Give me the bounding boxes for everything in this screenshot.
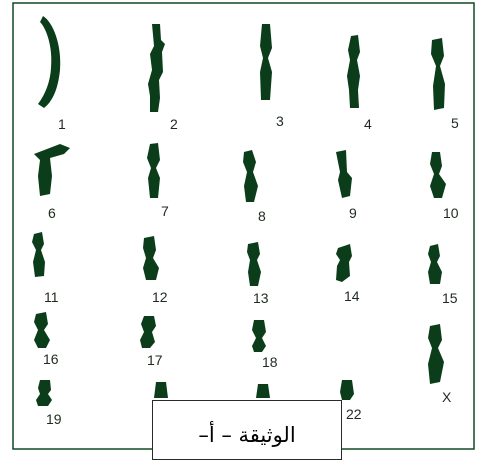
chromosome-x bbox=[428, 324, 444, 384]
label-9: 9 bbox=[349, 205, 357, 221]
label-16: 16 bbox=[43, 351, 59, 367]
chromosome-3 bbox=[260, 24, 272, 100]
document-caption: الوثيقة – أ– bbox=[153, 423, 341, 447]
label-6: 6 bbox=[48, 205, 56, 221]
chromosome-2 bbox=[148, 24, 165, 112]
label-1: 1 bbox=[58, 116, 66, 132]
label-17: 17 bbox=[147, 352, 163, 368]
label-11: 11 bbox=[44, 289, 59, 305]
chromosome-6 bbox=[34, 144, 70, 196]
chromosome-4 bbox=[347, 35, 360, 108]
chromosome-19 bbox=[36, 380, 52, 406]
chromosome-13 bbox=[247, 242, 261, 286]
chromosome-8 bbox=[243, 150, 258, 202]
chromosome-20 bbox=[154, 382, 168, 398]
document-caption-box: الوثيقة – أ– bbox=[152, 400, 342, 460]
karyotype-frame bbox=[13, 3, 474, 449]
label-x: X bbox=[442, 389, 452, 405]
chromosome-5 bbox=[431, 38, 445, 110]
chromosome-7 bbox=[147, 143, 160, 198]
label-10: 10 bbox=[443, 205, 459, 221]
chromosome-16 bbox=[34, 312, 50, 348]
label-19: 19 bbox=[46, 411, 62, 427]
label-22: 22 bbox=[346, 406, 362, 422]
chromosome-9 bbox=[336, 150, 352, 198]
label-3: 3 bbox=[276, 113, 284, 129]
label-5: 5 bbox=[451, 115, 459, 131]
label-15: 15 bbox=[442, 290, 458, 306]
chromosome-21 bbox=[256, 384, 270, 398]
chromosome-12 bbox=[143, 236, 159, 280]
chromosome-14 bbox=[336, 244, 352, 282]
label-13: 13 bbox=[253, 290, 269, 306]
label-14: 14 bbox=[344, 288, 360, 304]
chromosome-10 bbox=[430, 152, 446, 198]
chromosome-11 bbox=[32, 232, 45, 277]
label-18: 18 bbox=[262, 354, 278, 370]
label-7: 7 bbox=[161, 203, 169, 219]
chromosome-1 bbox=[38, 16, 60, 108]
label-12: 12 bbox=[152, 289, 168, 305]
label-4: 4 bbox=[364, 116, 372, 132]
chromosome-18 bbox=[252, 320, 266, 352]
label-8: 8 bbox=[258, 208, 266, 224]
chromosome-17 bbox=[140, 316, 156, 348]
chromosome-15 bbox=[428, 244, 442, 284]
label-2: 2 bbox=[170, 116, 178, 132]
chromosome-22 bbox=[340, 380, 354, 400]
